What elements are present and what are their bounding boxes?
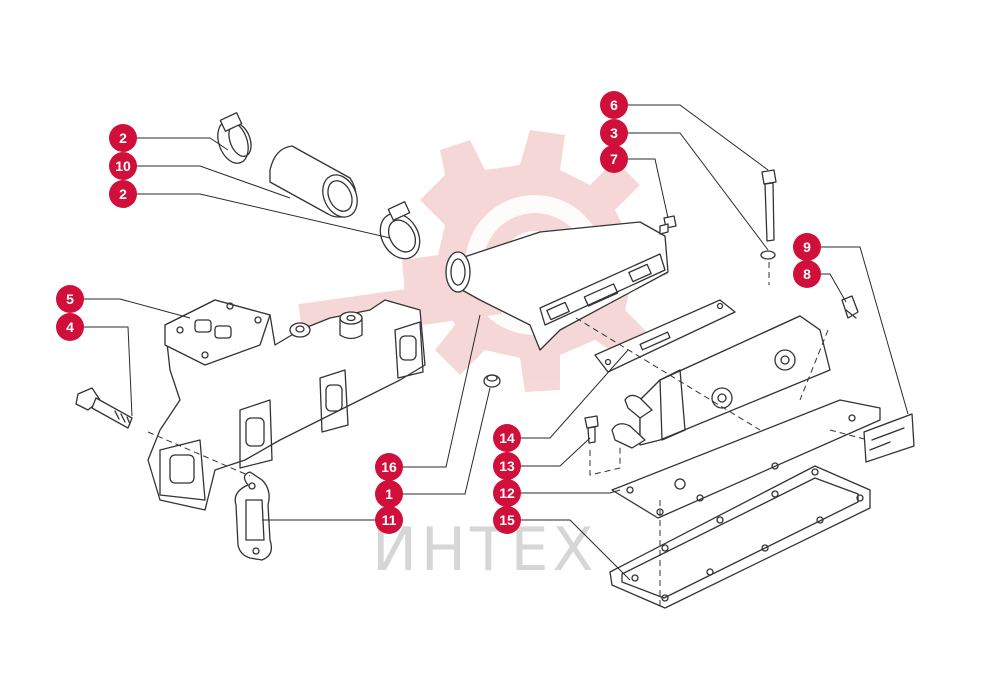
callout-6-label: 6 bbox=[610, 97, 618, 113]
gasket-manifold bbox=[234, 471, 273, 561]
callout-3-label: 3 bbox=[610, 125, 618, 141]
callout-10[interactable]: 10 bbox=[109, 152, 137, 180]
label-plate bbox=[863, 413, 915, 463]
callout-14-label: 14 bbox=[499, 430, 515, 446]
hose-pipe bbox=[269, 145, 358, 218]
callout-15[interactable]: 15 bbox=[493, 506, 521, 534]
callout-10-label: 10 bbox=[115, 158, 131, 174]
callout-2-lower[interactable]: 2 bbox=[109, 180, 137, 208]
callout-1-label: 1 bbox=[385, 486, 393, 502]
callout-12[interactable]: 12 bbox=[493, 479, 521, 507]
callout-3[interactable]: 3 bbox=[600, 119, 628, 147]
callout-9-label: 9 bbox=[803, 239, 811, 255]
screw-small bbox=[659, 215, 677, 235]
callout-14[interactable]: 14 bbox=[493, 424, 521, 452]
callout-8-label: 8 bbox=[803, 266, 811, 282]
callout-12-label: 12 bbox=[499, 485, 515, 501]
callout-9[interactable]: 9 bbox=[793, 233, 821, 261]
leader-lines bbox=[84, 104, 909, 581]
bolt-manifold bbox=[75, 387, 133, 429]
callout-5-label: 5 bbox=[66, 291, 74, 307]
hose-clamp-top bbox=[217, 112, 252, 164]
watermark-text: ИНТЕХ bbox=[372, 515, 598, 585]
callout-1[interactable]: 1 bbox=[375, 480, 403, 508]
callout-13[interactable]: 13 bbox=[493, 452, 521, 480]
callout-2-top[interactable]: 2 bbox=[109, 124, 137, 152]
washer bbox=[760, 250, 776, 260]
callout-16-label: 16 bbox=[381, 459, 397, 475]
hose-clamp-lower bbox=[379, 201, 421, 260]
callout-4[interactable]: 4 bbox=[56, 313, 84, 341]
callout-13-label: 13 bbox=[499, 458, 515, 474]
exhaust-manifold bbox=[147, 299, 426, 511]
callout-2-top-label: 2 bbox=[119, 130, 127, 146]
callout-2-lower-label: 2 bbox=[119, 186, 127, 202]
gasket-cooler bbox=[609, 465, 871, 609]
callout-7-label: 7 bbox=[610, 151, 618, 167]
callout-11-label: 11 bbox=[382, 512, 397, 528]
heat-exchanger bbox=[611, 315, 881, 519]
callout-11[interactable]: 11 bbox=[375, 506, 403, 534]
callout-6[interactable]: 6 bbox=[600, 91, 628, 119]
callout-16[interactable]: 16 bbox=[375, 453, 403, 481]
intake-elbow bbox=[445, 221, 669, 351]
screw-13 bbox=[584, 415, 599, 444]
callout-5[interactable]: 5 bbox=[56, 285, 84, 313]
callout-7[interactable]: 7 bbox=[600, 145, 628, 173]
callout-8[interactable]: 8 bbox=[793, 260, 821, 288]
gasket-intake bbox=[594, 299, 736, 373]
plug-16 bbox=[483, 374, 501, 388]
callout-4-label: 4 bbox=[66, 319, 74, 335]
bolt-long bbox=[761, 169, 777, 242]
callout-15-label: 15 bbox=[499, 512, 515, 528]
